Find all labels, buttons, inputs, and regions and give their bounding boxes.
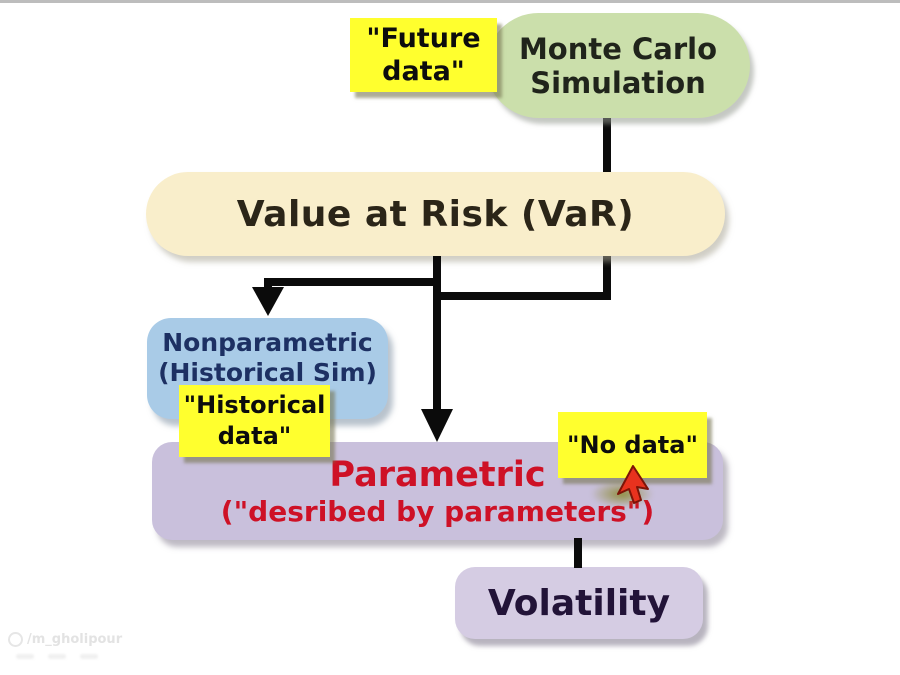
top-edge-strip — [0, 0, 900, 3]
watermark-smudge — [16, 654, 98, 659]
connector-var-to-nonparametric — [264, 278, 437, 290]
mouse-cursor-icon — [617, 465, 649, 504]
arrowhead-to-parametric-icon — [421, 409, 453, 442]
smudge-dot — [48, 654, 66, 659]
future-data-line1: "Future — [366, 23, 481, 54]
sticky-note-future-data: "Future data" — [350, 18, 497, 92]
volatility-label: Volatility — [487, 582, 671, 624]
watermark-logo-icon — [8, 632, 23, 647]
smudge-dot — [16, 654, 34, 659]
parametric-title: Parametric — [329, 455, 546, 495]
node-monte-carlo: Monte Carlo Simulation — [486, 13, 750, 118]
nonparametric-label-line2: (Historical Sim) — [158, 358, 377, 387]
historical-data-line1: "Historical — [183, 391, 326, 419]
node-value-at-risk: Value at Risk (VaR) — [146, 172, 725, 256]
arrowhead-to-nonparametric-icon — [252, 287, 284, 316]
no-data-label: "No data" — [567, 431, 698, 459]
sticky-note-historical-data: "Historical data" — [179, 385, 330, 457]
node-volatility: Volatility — [455, 567, 703, 639]
monte-carlo-label-line1: Monte Carlo — [518, 31, 718, 66]
smudge-dot — [80, 654, 98, 659]
monte-carlo-label-line2: Simulation — [530, 65, 706, 100]
watermark: /m_gholipour — [8, 632, 122, 647]
value-at-risk-label: Value at Risk (VaR) — [236, 193, 635, 235]
future-data-line2: data" — [382, 56, 465, 87]
parametric-subtitle: ("desribed by parameters") — [220, 495, 655, 528]
watermark-handle: /m_gholipour — [27, 632, 123, 647]
nonparametric-label-line1: Nonparametric — [162, 328, 373, 357]
historical-data-line2: data" — [217, 422, 292, 450]
